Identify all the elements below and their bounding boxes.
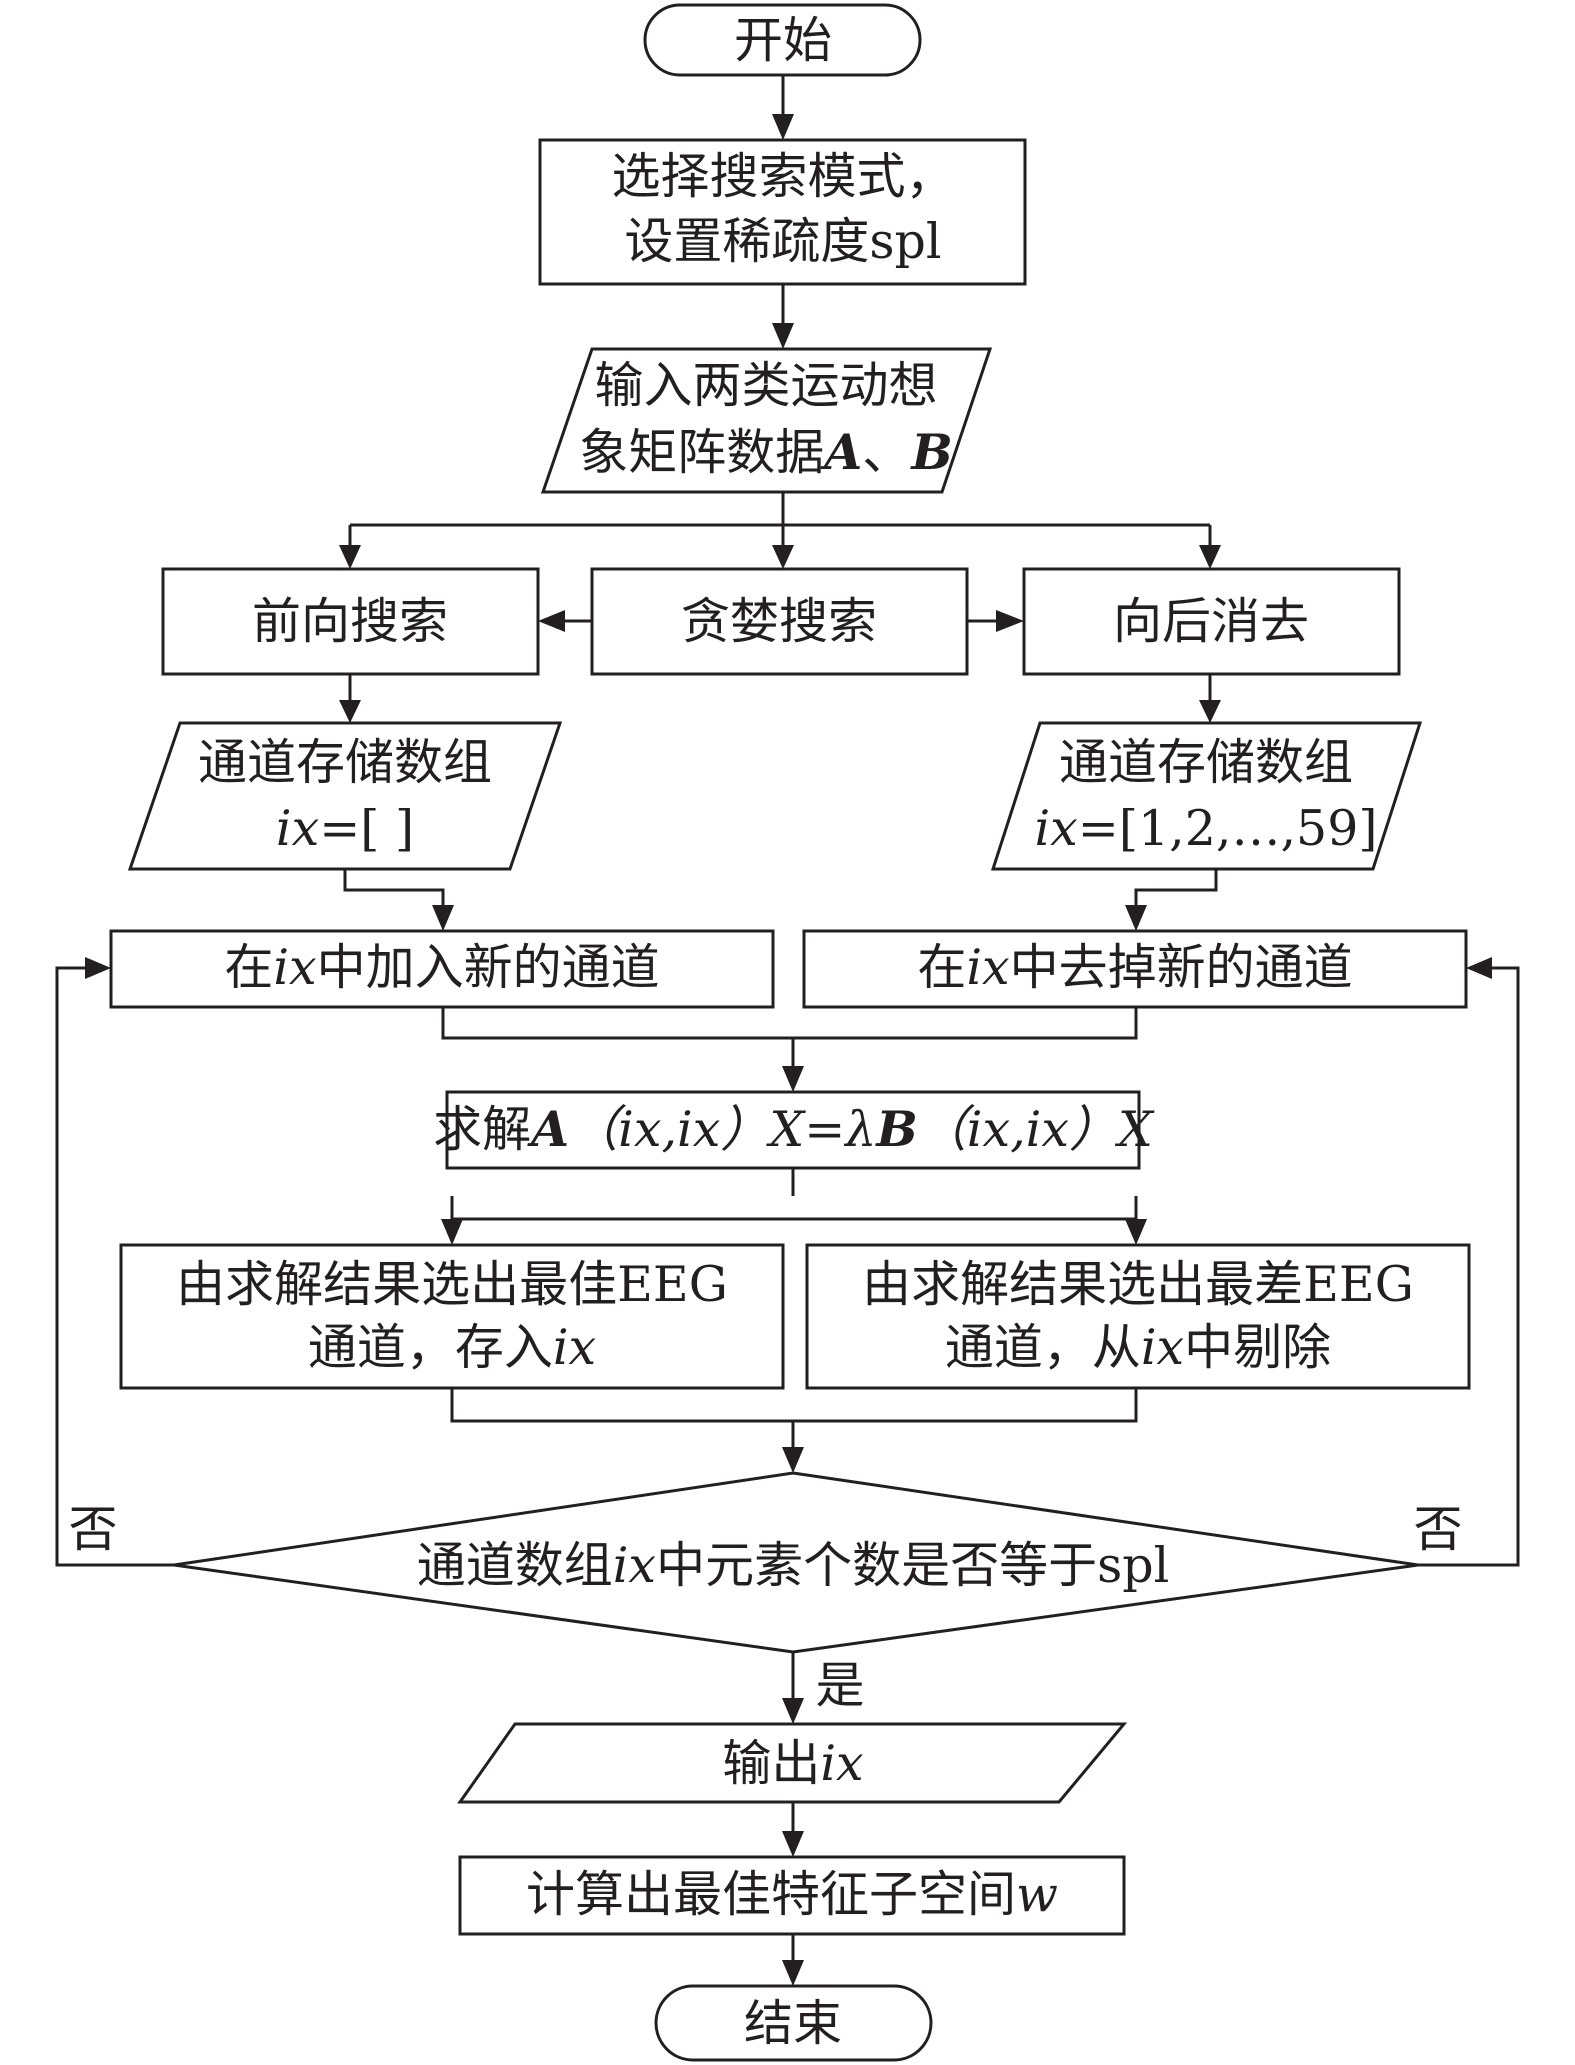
backward-array-line2: ix=[1,2,…,59] [1034, 800, 1377, 857]
remove-channel-var: ix [966, 939, 1009, 996]
output-parallelogram [457, 1722, 1128, 1804]
backward-array-parallelogram [990, 721, 1423, 871]
remove-channel-label: 在ix中去掉新的通道 [917, 939, 1352, 996]
worst-channel-box [805, 1243, 1471, 1390]
no-left-label: 否 [68, 1501, 117, 1558]
compute-var: w [1016, 1866, 1058, 1923]
input-data-text: 象矩阵数据 [579, 424, 824, 481]
solve-label: 求解A（ix,ix）X=λB（ix,ix）X [433, 1100, 1155, 1158]
best-channel-var: ix [553, 1319, 596, 1376]
output-var: ix [820, 1735, 863, 1792]
matrix-a: A [820, 423, 862, 481]
forward-array-line1: 通道存储数组 [198, 734, 492, 791]
output-label: 输出ix [722, 1735, 863, 1792]
input-data-line2: 象矩阵数据A、B [579, 423, 952, 481]
add-channel-label: 在ix中加入新的通道 [224, 939, 659, 996]
forward-array-parallelogram [127, 721, 563, 871]
end-terminal [654, 1984, 933, 2062]
end-label: 结束 [744, 1995, 842, 2052]
arrowheads [85, 114, 1492, 1986]
backward-array-value: =[1,2,…,59] [1078, 800, 1378, 857]
best-channel-line1: 由求解结果选出最佳EEG [176, 1256, 728, 1313]
matrix-b: B [909, 423, 952, 481]
decision-label: 通道数组ix中元素个数是否等于spl [417, 1537, 1170, 1594]
connectors [55, 75, 1520, 1960]
backward-array-line1: 通道存储数组 [1059, 734, 1353, 791]
forward-array-line2: ix=[ ] [276, 800, 414, 857]
forward-array-value: =[ ] [319, 800, 414, 857]
add-channel-var: ix [273, 939, 316, 996]
decision-var: ix [613, 1537, 656, 1594]
best-channel-line2: 通道，存入ix [308, 1319, 596, 1376]
sparsity-line2: 设置稀疏度spl [624, 213, 941, 270]
input-data-parallelogram [540, 347, 993, 494]
no-right-label: 否 [1413, 1501, 1462, 1558]
forward-array-var: ix [276, 800, 319, 857]
compute-label: 计算出最佳特征子空间w [526, 1866, 1058, 1923]
backward-elimination-label: 向后消去 [1113, 593, 1309, 650]
worst-channel-line1: 由求解结果选出最差EEG [862, 1256, 1414, 1313]
greedy-search-label: 贪婪搜索 [681, 593, 877, 650]
worst-channel-line2: 通道，从ix中剔除 [945, 1319, 1331, 1376]
worst-channel-var: ix [1141, 1319, 1184, 1376]
start-label: 开始 [734, 12, 832, 69]
forward-search-label: 前向搜索 [252, 593, 448, 650]
separator: 、 [862, 424, 911, 481]
select-mode-line1: 选择搜索模式， [611, 148, 954, 205]
backward-array-var: ix [1034, 800, 1077, 857]
yes-label: 是 [815, 1657, 864, 1714]
input-data-line1: 输入两类运动想 [594, 357, 937, 414]
